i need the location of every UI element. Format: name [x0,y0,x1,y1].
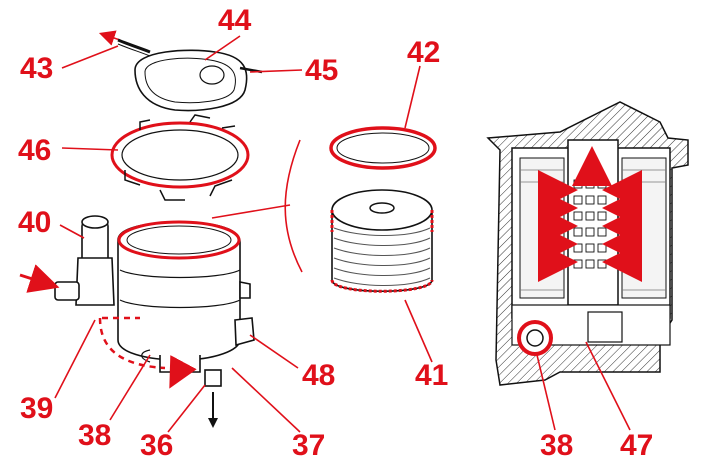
filter-cartridge [329,65,437,363]
label-40: 40 [18,206,51,239]
label-44: 44 [218,4,252,37]
label-47: 47 [620,429,653,462]
label-45: 45 [305,54,338,87]
label-42: 42 [407,36,440,69]
retaining-ring-part-46 [110,114,250,201]
cutaway-view [486,101,689,431]
label-39: 39 [20,392,53,425]
label-48: 48 [302,359,335,392]
label-38-right: 38 [540,429,573,462]
label-43: 43 [20,52,53,85]
label-46: 46 [18,134,51,167]
label-41: 41 [415,359,448,392]
inlet-arrow-icon [19,264,60,293]
label-38-left: 38 [78,419,111,452]
flow-arrows-icon [538,146,642,282]
label-37: 37 [292,429,325,462]
label-36: 36 [140,429,173,462]
housing-body [98,220,255,389]
sensor-part-40 [54,215,115,306]
cover-part-44 [98,30,263,112]
exploded-view [19,30,303,433]
callout-labels: 44 43 45 46 40 42 41 48 39 38 36 37 38 4… [18,4,653,462]
